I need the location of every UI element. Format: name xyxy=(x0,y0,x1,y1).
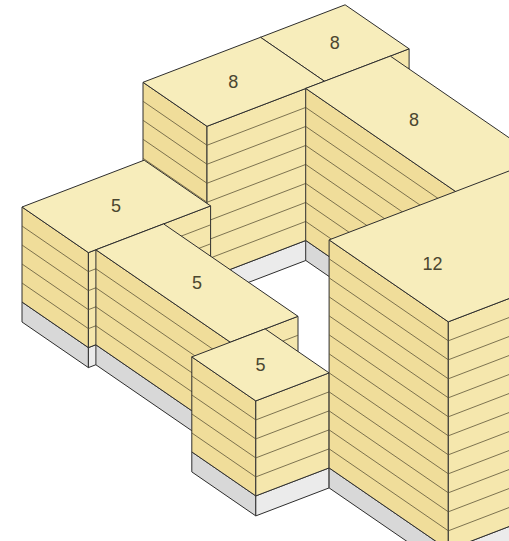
floor-line xyxy=(192,395,256,439)
floor-count: 8 xyxy=(228,73,238,91)
floor-count: 5 xyxy=(192,274,202,292)
floor-line xyxy=(22,245,88,291)
roof-face xyxy=(192,329,329,401)
floor-line xyxy=(192,414,256,458)
floor-line xyxy=(192,433,256,477)
building-block xyxy=(192,329,329,516)
floor-line xyxy=(22,283,88,329)
floor-line xyxy=(256,411,329,439)
roof-face xyxy=(143,37,325,126)
roof-face xyxy=(306,56,509,201)
roof-face xyxy=(329,163,509,322)
floor-count: 12 xyxy=(422,255,442,273)
floor-count: 5 xyxy=(111,197,121,215)
floor-count: 5 xyxy=(255,356,265,374)
building-block xyxy=(329,163,509,541)
floor-line xyxy=(256,449,329,477)
roof-face xyxy=(96,224,298,342)
floor-line xyxy=(143,120,207,164)
floor-line xyxy=(22,264,88,310)
floor-count: 8 xyxy=(409,111,419,129)
floor-line xyxy=(256,430,329,458)
floor-count: 8 xyxy=(330,34,340,52)
